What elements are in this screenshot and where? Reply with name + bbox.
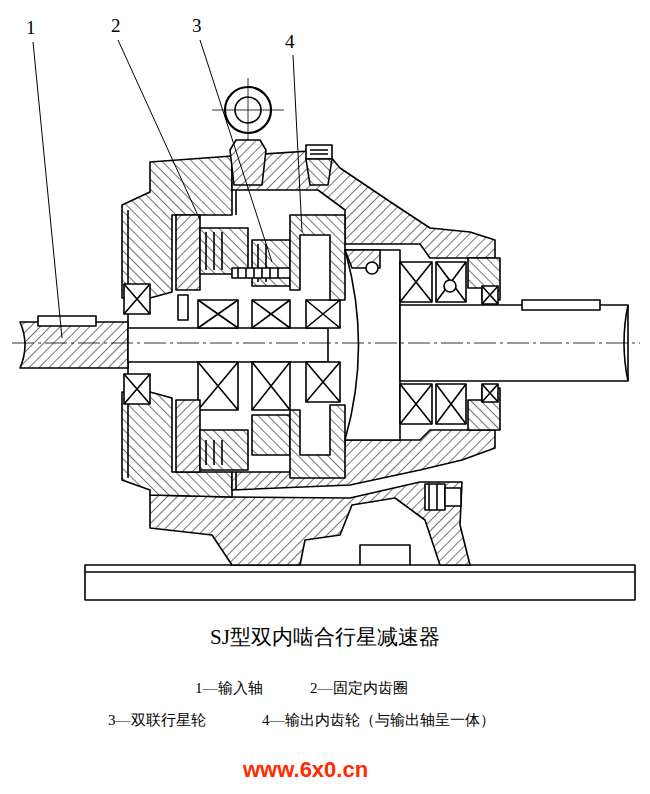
callout-number: 4 [285, 32, 295, 53]
legend-text: 4—输出内齿轮（与输出轴呈一体） [262, 712, 495, 729]
bearing [124, 284, 150, 314]
callout-number: 3 [192, 16, 202, 37]
leader-line [293, 55, 302, 232]
base-plate [85, 565, 635, 600]
bearing [198, 300, 238, 328]
planet-gear [252, 415, 290, 455]
input-shaft [128, 328, 328, 362]
lifting-eye [230, 140, 266, 185]
ring-gear [176, 400, 200, 472]
bearing [124, 374, 150, 404]
vent-plug [306, 145, 332, 159]
lifting-eye [248, 78, 249, 142]
base-plate [85, 545, 635, 600]
bearing [124, 284, 340, 410]
bearing [252, 300, 290, 328]
lifting-eye [212, 78, 284, 185]
output-shaft [482, 384, 498, 402]
callout-number: 2 [111, 16, 121, 37]
vent-plug [310, 150, 328, 154]
caption: SJ型双内啮合行星减速器 [210, 626, 440, 649]
drain-bolt [445, 488, 461, 506]
bearing [252, 300, 290, 328]
output-shaft [345, 250, 400, 440]
bearing [306, 300, 340, 328]
output-shaft [400, 262, 432, 302]
leader-line [33, 42, 62, 338]
bearing [306, 362, 340, 402]
callout-number: 1 [26, 18, 36, 39]
bearing [198, 300, 238, 328]
ring-gear [178, 295, 188, 320]
output-shaft [522, 300, 600, 310]
output-shaft [482, 384, 498, 402]
bearing [252, 362, 290, 410]
drain-bolt [429, 484, 437, 510]
input-shaft [20, 322, 128, 368]
output-shaft [436, 262, 466, 302]
output-shaft [400, 384, 432, 424]
planet-gear [238, 268, 278, 278]
legend-text: 3—双联行星轮 [108, 712, 206, 729]
bearing [198, 362, 238, 410]
output-ring-gear [290, 215, 345, 300]
bearing [124, 284, 150, 314]
planet-gear [200, 228, 292, 470]
watermark: www.6x0.cn [243, 758, 368, 782]
output-ring-gear [290, 405, 345, 478]
output-shaft [366, 262, 378, 274]
output-shaft [436, 384, 466, 424]
output-shaft [444, 280, 456, 292]
bearing [198, 362, 238, 410]
leader-line [33, 40, 302, 338]
output-shaft [400, 384, 432, 424]
output-shaft [436, 262, 466, 302]
vent-plug [306, 159, 332, 185]
leader-line [200, 40, 272, 262]
ring-gear [176, 215, 200, 290]
output-shaft [436, 384, 466, 424]
output-shaft [345, 250, 628, 440]
planet-gear [200, 228, 248, 274]
base-plate [360, 545, 410, 565]
output-ring-gear [290, 215, 345, 478]
planet-gear [232, 268, 292, 278]
vent-plug [306, 145, 332, 185]
bearing [306, 362, 340, 402]
base-plate [85, 571, 635, 573]
planet-gear [206, 440, 222, 465]
input-shaft [38, 316, 96, 326]
planet-gear [200, 430, 248, 470]
output-shaft [482, 286, 498, 304]
bearing [124, 374, 150, 404]
legend-text: 2—固定内齿圈 [310, 680, 408, 697]
ring-gear [176, 215, 200, 472]
bearing [306, 300, 340, 328]
drain-bolt [425, 484, 461, 510]
center-line [12, 343, 640, 344]
output-shaft [482, 286, 498, 304]
bearing [252, 362, 290, 410]
output-shaft [400, 262, 432, 302]
housing [122, 156, 232, 298]
leader-line [118, 40, 200, 220]
legend-text: 1—输入轴 [195, 680, 263, 697]
drain-bolt [425, 484, 445, 510]
